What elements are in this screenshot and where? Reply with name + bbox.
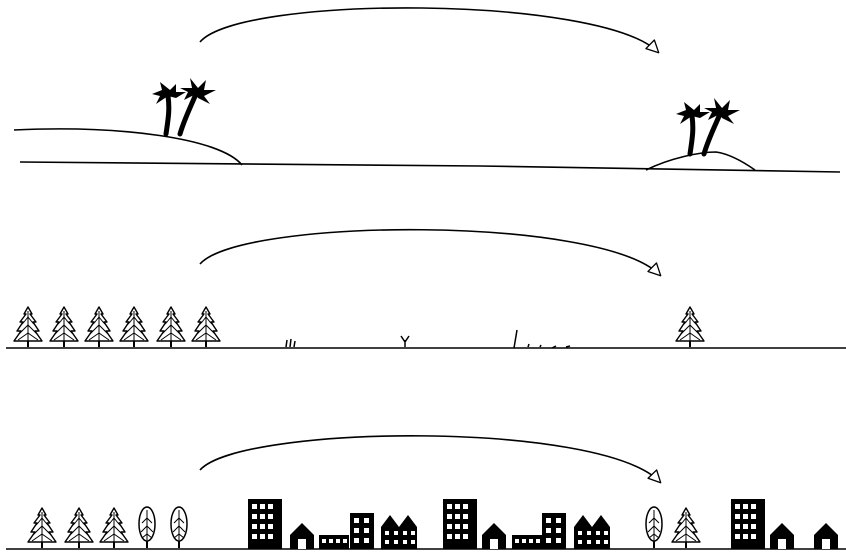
conifer-tree-icon <box>157 307 185 347</box>
conifer-tree-icon <box>120 307 148 347</box>
building-icon <box>350 513 374 549</box>
building-icon <box>381 515 417 549</box>
dispersal-arrow <box>200 230 660 275</box>
palm-tree-icon <box>676 98 740 154</box>
conifer-tree-icon <box>100 508 128 548</box>
building-icon <box>512 535 542 549</box>
oval-tree-icon <box>139 507 155 548</box>
forest <box>14 307 220 347</box>
conifer-tree-icon <box>28 508 56 548</box>
panel-city <box>6 436 846 549</box>
conifer-tree-icon <box>192 307 220 347</box>
dispersal-arrow <box>200 436 660 482</box>
oval-tree-icon <box>646 507 662 548</box>
grass-tufts <box>286 330 570 348</box>
house-icon <box>290 523 314 549</box>
urban-park <box>646 507 700 548</box>
conifer-tree-icon <box>14 307 42 347</box>
conifer-tree-icon <box>65 508 93 548</box>
palm-tree-icon <box>152 78 216 134</box>
panel-grassland <box>6 230 846 348</box>
building-icon <box>542 513 566 549</box>
conifer-tree-icon <box>85 307 113 347</box>
forest <box>28 507 187 548</box>
house-icon <box>482 523 506 549</box>
mainland <box>14 129 242 165</box>
city <box>248 499 838 549</box>
conifer-tree-icon <box>672 508 700 548</box>
house-icon <box>770 523 794 549</box>
island <box>646 152 755 170</box>
conifer-tree-icon <box>50 307 78 347</box>
building-icon <box>574 515 610 549</box>
building-icon <box>443 499 477 549</box>
building-icon <box>248 499 282 549</box>
building-icon <box>319 535 349 549</box>
ground-line <box>20 162 840 172</box>
building-icon <box>731 499 765 549</box>
panel-island <box>14 8 840 172</box>
house-icon <box>814 523 838 549</box>
dispersal-arrow <box>200 8 658 52</box>
conifer-tree-icon <box>676 307 704 347</box>
oval-tree-icon <box>171 507 187 548</box>
